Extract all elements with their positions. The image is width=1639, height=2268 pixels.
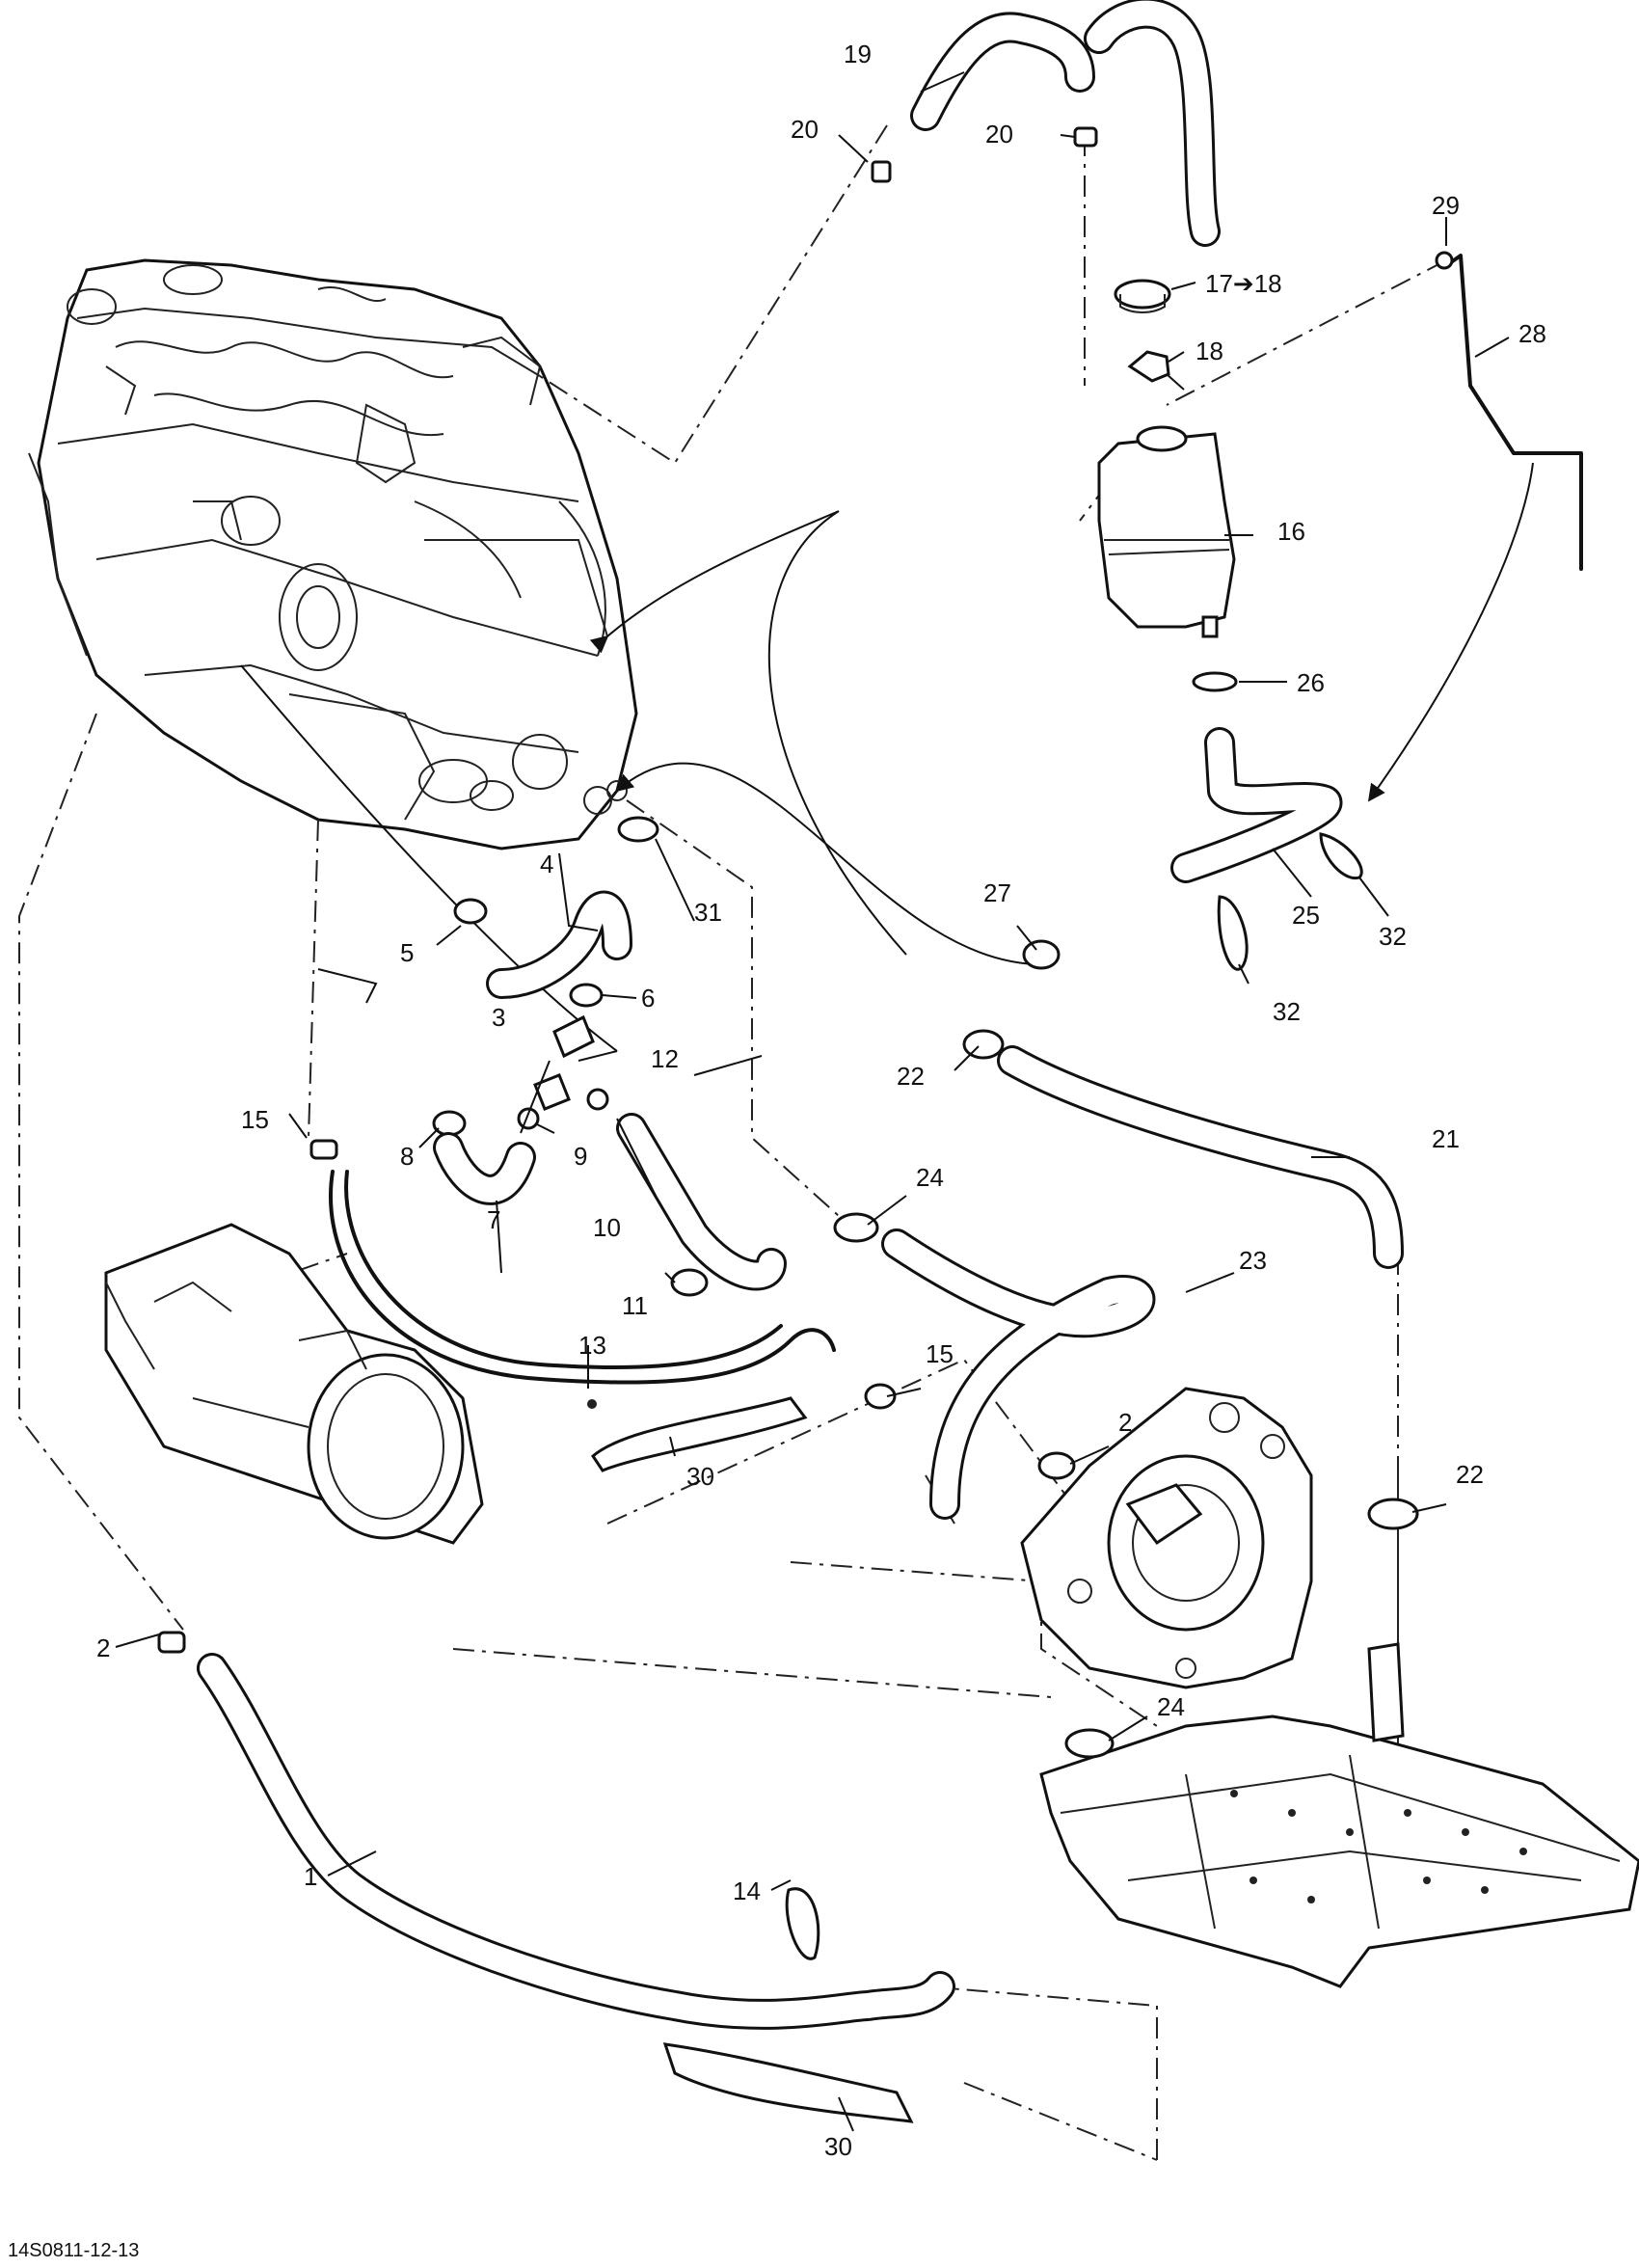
figure-reference-code: 14S0811-12-13	[8, 2240, 139, 2261]
callout-9: 9	[574, 1142, 587, 1171]
flow-arrows	[240, 462, 1534, 1052]
callout-26: 26	[1297, 668, 1325, 697]
callout-25: 25	[1292, 901, 1320, 930]
clamp-15-left	[309, 1139, 338, 1160]
expansion-tank	[1097, 425, 1236, 638]
hose-23	[881, 1228, 1155, 1520]
clamp-26	[1192, 671, 1238, 692]
leader-lines	[115, 71, 1510, 2132]
callout-22-upper: 22	[897, 1062, 925, 1091]
gasket	[1127, 350, 1185, 391]
callout-30-lower: 30	[824, 2132, 852, 2161]
clamp-27	[1022, 939, 1061, 970]
hose-28	[1449, 254, 1583, 571]
clamp-5	[453, 898, 488, 925]
clamp-6	[569, 983, 604, 1008]
cap	[1114, 279, 1171, 313]
callout-2-left: 2	[96, 1634, 110, 1662]
clamp-20-right	[1073, 126, 1098, 148]
callout-29: 29	[1432, 191, 1460, 220]
clamp-24-lower	[1064, 1728, 1115, 1759]
callout-14: 14	[733, 1876, 761, 1905]
clamp-32-b	[1319, 832, 1363, 880]
hose-7	[433, 1132, 536, 1205]
fitting-29	[1435, 251, 1454, 270]
callout-21: 21	[1432, 1124, 1460, 1153]
callout-15-left: 15	[241, 1105, 269, 1134]
callout-31: 31	[694, 898, 722, 927]
callout-30-upper: 30	[686, 1462, 714, 1491]
callout-13: 13	[578, 1331, 606, 1360]
callout-20-right: 20	[985, 120, 1013, 148]
callout-19: 19	[844, 40, 872, 68]
callout-27: 27	[983, 878, 1011, 907]
callout-labels: 1 2 2 3 4 5 6 7 8 9 10 11 12 13 14 15 15…	[96, 40, 1546, 2161]
tee-fitting-3	[533, 1014, 595, 1111]
callout-2-right: 2	[1118, 1408, 1132, 1437]
callout-32-lower: 32	[1273, 997, 1301, 1026]
clamp-20-left	[871, 160, 892, 183]
muffler	[104, 1223, 484, 1545]
callout-24-upper: 24	[916, 1163, 944, 1192]
callout-18: 18	[1196, 337, 1223, 365]
callout-32-right: 32	[1379, 922, 1407, 951]
callout-15-right: 15	[926, 1339, 954, 1368]
clamp-22-lower	[1367, 1498, 1419, 1530]
callout-6: 6	[641, 984, 655, 1012]
clamp-24-upper	[833, 1212, 879, 1243]
callout-23: 23	[1239, 1246, 1267, 1275]
clamp-14	[785, 1887, 820, 1960]
callout-11: 11	[622, 1291, 648, 1320]
clamp-15-right	[864, 1383, 897, 1410]
engine-assembly	[28, 258, 638, 850]
callout-1: 1	[304, 1862, 317, 1891]
hose-25	[1170, 727, 1343, 883]
callout-7: 7	[487, 1205, 500, 1234]
clamp-32-a	[1217, 895, 1249, 971]
ride-plate	[1039, 1642, 1639, 1988]
callout-3: 3	[492, 1003, 505, 1032]
callout-17-18: 17➔18	[1205, 269, 1282, 298]
hose-1	[197, 1653, 955, 2030]
reducer-31	[617, 816, 659, 843]
callout-4: 4	[540, 850, 553, 878]
callout-20-left: 20	[791, 115, 819, 144]
callout-10: 10	[593, 1213, 621, 1242]
sleeve-30-lower	[662, 2042, 914, 2123]
clamp-2-right	[1037, 1451, 1076, 1480]
hose-4	[486, 890, 632, 999]
pump-housing	[1020, 1387, 1313, 1689]
sleeve-30-upper	[591, 1396, 808, 1472]
callout-24-lower: 24	[1157, 1692, 1185, 1721]
clamp-11	[670, 1268, 709, 1297]
callout-8: 8	[400, 1142, 414, 1171]
clamp-8	[432, 1110, 467, 1137]
callout-22-lower: 22	[1456, 1460, 1484, 1489]
callout-12: 12	[651, 1044, 679, 1073]
callout-28: 28	[1518, 319, 1546, 348]
callout-5: 5	[400, 938, 414, 967]
callout-16: 16	[1277, 517, 1305, 546]
clamp-12	[586, 1088, 609, 1111]
hose-21	[997, 1045, 1404, 1269]
hose-19	[910, 0, 1221, 247]
hose-10	[616, 1113, 787, 1291]
hose-13	[329, 1170, 836, 1409]
clamp-2-left	[157, 1631, 186, 1654]
